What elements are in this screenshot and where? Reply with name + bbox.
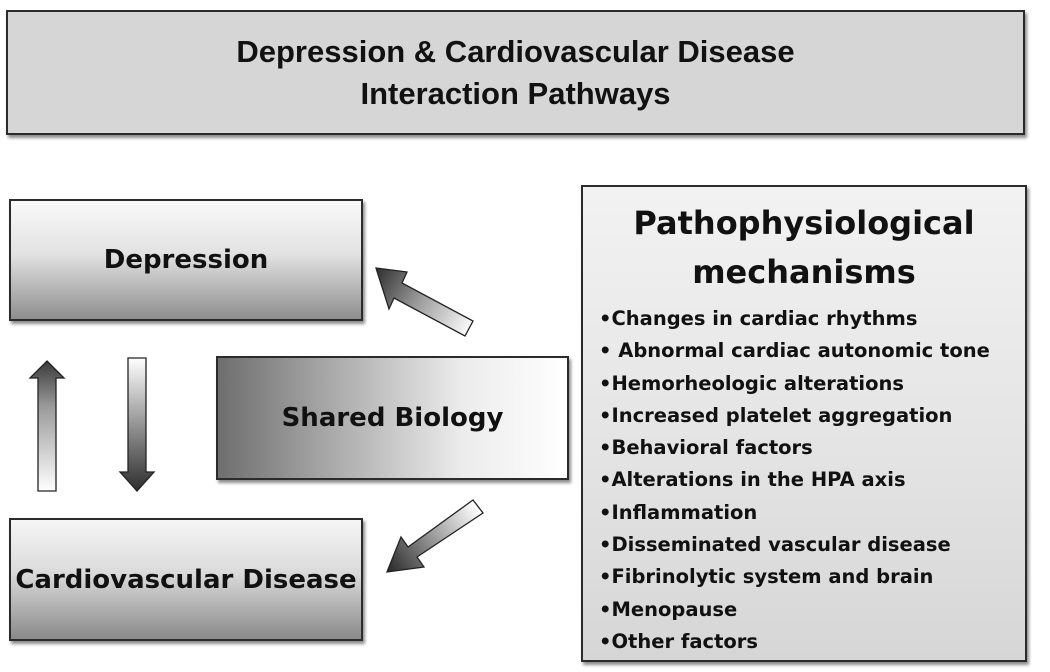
mechanism-item: •Hemorheologic alterations <box>599 371 904 395</box>
mechanisms-panel: Pathophysiological mechanisms •Changes i… <box>581 185 1027 662</box>
arrow-to-depression-icon <box>375 267 474 337</box>
cardiovascular-disease-node: Cardiovascular Disease <box>9 518 363 641</box>
mechanism-item: •Changes in cardiac rhythms <box>599 307 918 330</box>
mechanisms-title-line-1: Pathophysiological <box>633 204 975 242</box>
mechanisms-title-line-2: mechanisms <box>692 253 916 291</box>
title-line-2: Interaction Pathways <box>360 75 671 111</box>
shared-biology-node: Shared Biology <box>216 356 569 480</box>
arrow-up-icon <box>28 360 66 492</box>
mechanisms-title: Pathophysiological mechanisms <box>583 199 1025 297</box>
diagram-title: Depression & Cardiovascular Disease Inte… <box>6 10 1025 135</box>
cardiovascular-disease-label: Cardiovascular Disease <box>15 564 357 595</box>
mechanism-item: •Disseminated vascular disease <box>599 533 951 557</box>
depression-label: Depression <box>103 245 269 275</box>
mechanism-item: •Other factors <box>599 629 759 653</box>
mechanism-item: •Fibrinolytic system and brain <box>599 565 934 589</box>
depression-node: Depression <box>9 199 363 321</box>
mechanism-item: •Increased platelet aggregation <box>599 403 953 427</box>
arrow-to-cardiovascular-disease-icon <box>385 499 484 573</box>
title-line-1: Depression & Cardiovascular Disease <box>236 33 795 69</box>
mechanisms-list: •Changes in cardiac rhythms • Abnormal c… <box>583 303 1025 658</box>
mechanism-item: • Abnormal cardiac autonomic tone <box>599 339 990 363</box>
mechanism-item: •Menopause <box>599 597 738 621</box>
mechanism-item: •Behavioral factors <box>599 436 813 460</box>
arrow-down-icon <box>118 357 156 492</box>
mechanism-item: •Inflammation <box>599 500 758 524</box>
shared-biology-label: Shared Biology <box>281 403 504 433</box>
mechanism-item: •Alterations in the HPA axis <box>599 468 906 492</box>
